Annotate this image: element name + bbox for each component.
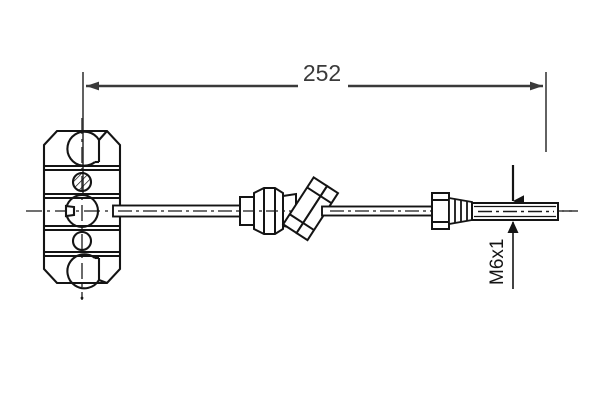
- angled-clip-fold-line2: [306, 186, 333, 205]
- angled-clip-fold-line: [289, 213, 315, 231]
- lower-eye-hole-icon: [66, 253, 100, 290]
- angled-clip: [281, 175, 340, 242]
- knurled-ferrule: [448, 196, 473, 226]
- cable-nipple: [64, 204, 76, 218]
- thread-label-m6x1: M6x1: [487, 239, 508, 285]
- bracket-outline: [42, 129, 122, 285]
- thread-leader-arrow-up: [507, 221, 519, 233]
- hex-nut: [431, 192, 450, 230]
- bracket-centerline-dot: [80, 296, 84, 300]
- bracket-bottom-right-peak: [98, 279, 108, 284]
- hatched-rivet-icon: [71, 171, 93, 193]
- bracket-top-right-peak: [98, 130, 108, 141]
- dimension-label-252: 252: [303, 60, 341, 86]
- small-guide-hole-icon: [71, 230, 93, 252]
- dimension-252: 252: [82, 60, 547, 196]
- hex-nut-body: [431, 192, 450, 230]
- upper-eye-hole-icon: [66, 130, 100, 167]
- thread-callout-m6x1: M6x1: [487, 165, 524, 289]
- mounting-bracket: [42, 129, 131, 290]
